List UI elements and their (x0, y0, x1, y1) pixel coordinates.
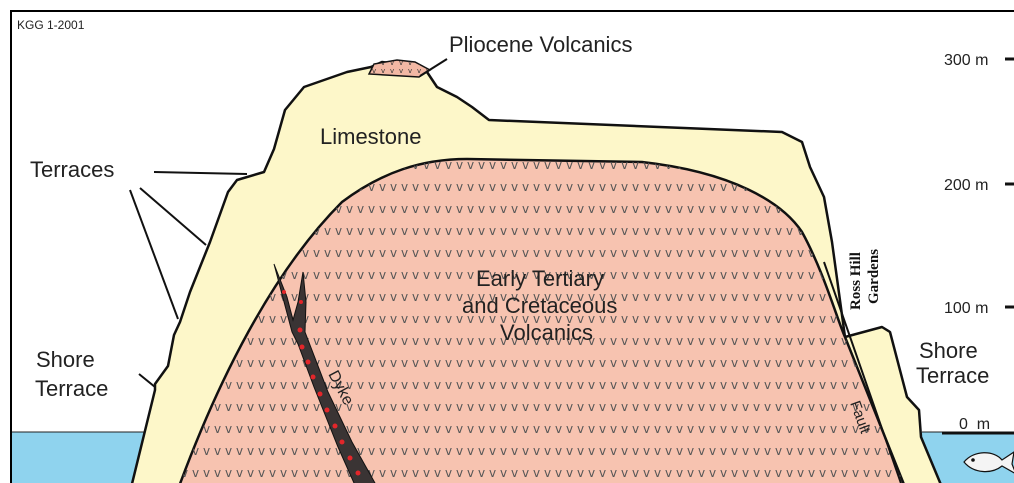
core-label-line2: and Cretaceous (462, 293, 617, 318)
ross-hill-label: Ross Hill (848, 252, 864, 310)
scale-label-100: 100 m (944, 300, 988, 317)
scale-label-200: 200 m (944, 177, 988, 194)
limestone-label: Limestone (320, 124, 422, 149)
shore-terrace-right-line2: Terrace (916, 363, 989, 388)
core-label-line3: Volcanics (500, 320, 593, 345)
terraces-label: Terraces (30, 157, 114, 182)
cross-section-frame: v v v (10, 10, 1014, 483)
scale-label-300: 300 m (944, 52, 988, 69)
figure-id: KGG 1-2001 (17, 18, 85, 32)
pliocene-volcanics-label: Pliocene Volcanics (449, 32, 632, 57)
shore-terrace-left-line1: Shore (36, 347, 95, 372)
scale-label-0: 0 m (959, 416, 990, 433)
cross-section-diagram: v v v (12, 12, 1014, 483)
shore-terrace-left-line2: Terrace (35, 376, 108, 401)
gardens-label: Gardens (866, 249, 882, 304)
shore-terrace-right-line1: Shore (919, 338, 978, 363)
core-label-line1: Early Tertiary (476, 266, 604, 291)
